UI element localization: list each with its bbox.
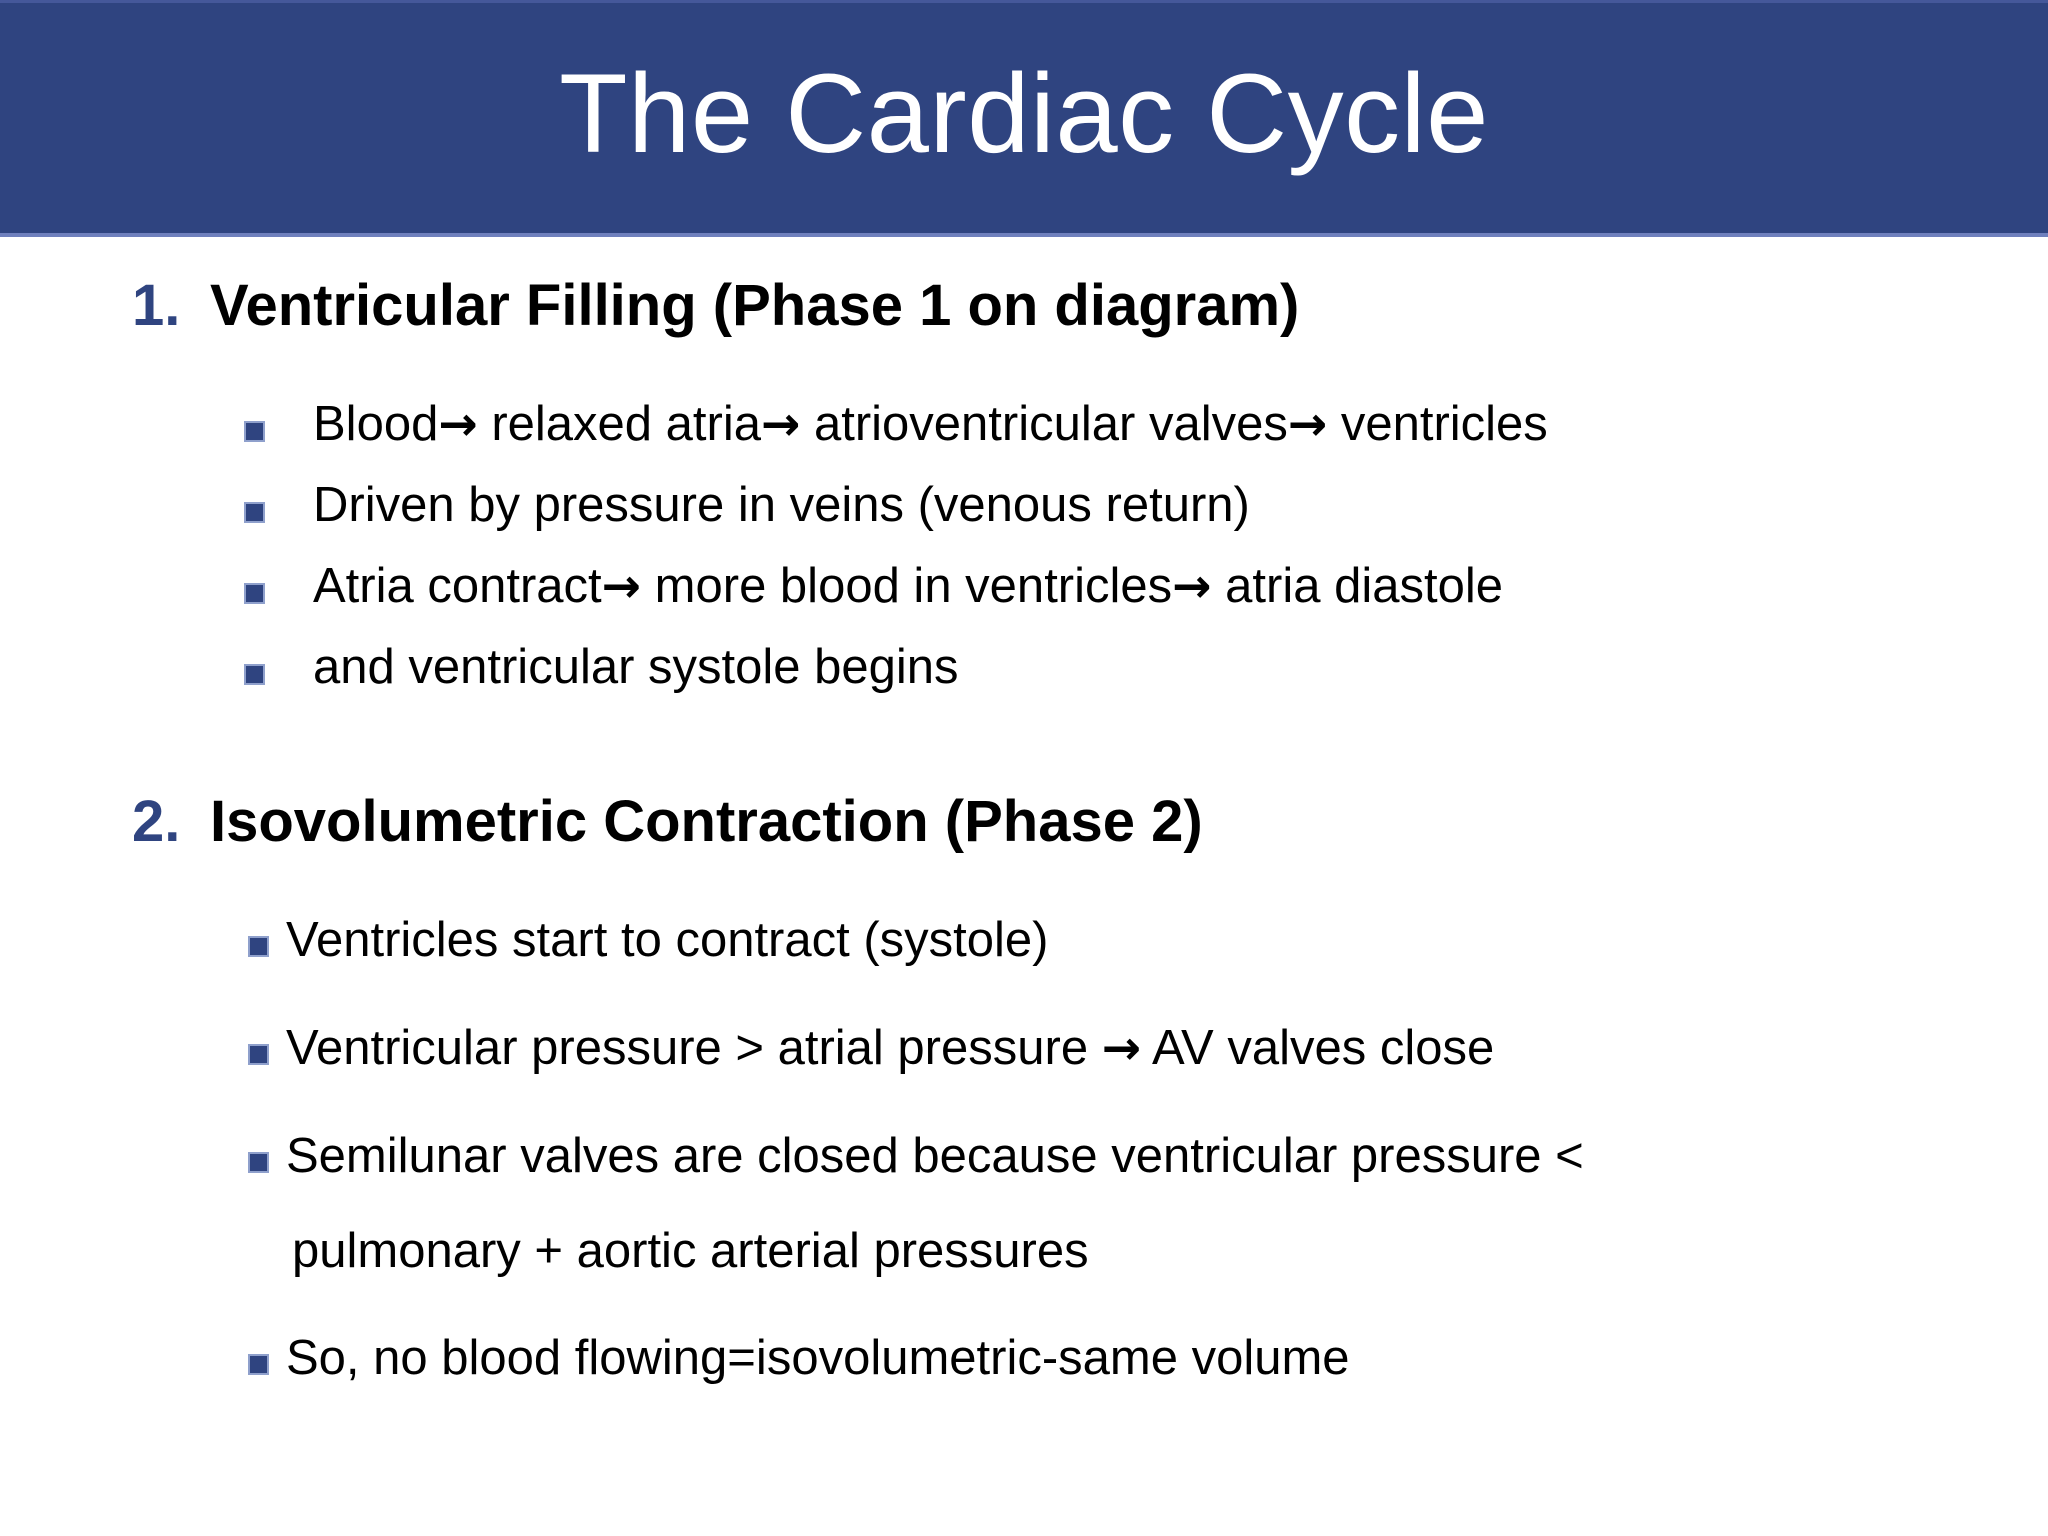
arrow-icon: → bbox=[1172, 559, 1212, 614]
bullet-text: Semilunar valves are closed because vent… bbox=[286, 1129, 1584, 1183]
section-number-1: 1. bbox=[132, 273, 181, 338]
list-item: So, no blood flowing=isovolumetric-same … bbox=[248, 1334, 1350, 1383]
bullet-square-icon bbox=[248, 936, 269, 957]
bullet-text: Ventricles start to contract (systole) bbox=[286, 913, 1049, 967]
list-item: and ventricular systole begins bbox=[244, 643, 959, 692]
bullet-text: Driven by pressure in veins (venous retu… bbox=[313, 478, 1250, 532]
list-item: Driven by pressure in veins (venous retu… bbox=[244, 481, 1250, 530]
list-item: Atria contract→ more blood in ventricles… bbox=[244, 562, 1503, 611]
section-heading-2: 2. Isovolumetric Contraction (Phase 2) bbox=[132, 793, 1203, 851]
list-item: Ventricles start to contract (systole) bbox=[248, 916, 1049, 965]
arrow-icon: → bbox=[601, 559, 642, 614]
bullet-text: So, no blood flowing=isovolumetric-same … bbox=[286, 1331, 1350, 1385]
slide-body: 1. Ventricular Filling (Phase 1 on diagr… bbox=[0, 237, 2048, 1536]
bullet-square-icon bbox=[244, 583, 265, 604]
bullet-square-icon bbox=[248, 1354, 269, 1375]
page-title: The Cardiac Cycle bbox=[559, 51, 1489, 176]
arrow-icon: → bbox=[438, 397, 478, 452]
bullet-square-icon bbox=[248, 1152, 269, 1173]
slide-title-bar: The Cardiac Cycle bbox=[0, 0, 2048, 237]
bullet-text: Atria contract→ more blood in ventricles… bbox=[313, 559, 1503, 614]
list-item: Semilunar valves are closed because vent… bbox=[248, 1132, 1584, 1181]
bullet-square-icon bbox=[248, 1044, 269, 1065]
bullet-text: Ventricular pressure > atrial pressure →… bbox=[286, 1021, 1495, 1076]
arrow-icon: → bbox=[1101, 1021, 1142, 1076]
bullet-square-icon bbox=[244, 664, 265, 685]
bullet-square-icon bbox=[244, 502, 265, 523]
bullet-text: Blood→ relaxed atria→ atrioventricular v… bbox=[313, 397, 1548, 452]
bullet-square-icon bbox=[244, 421, 265, 442]
section-title-2: Isovolumetric Contraction (Phase 2) bbox=[210, 789, 1203, 854]
bullet-text-continuation: pulmonary + aortic arterial pressures bbox=[292, 1224, 1089, 1278]
list-item: Ventricular pressure > atrial pressure →… bbox=[248, 1024, 1494, 1073]
list-item: Blood→ relaxed atria→ atrioventricular v… bbox=[244, 400, 1548, 449]
bullet-text: and ventricular systole begins bbox=[313, 640, 959, 694]
section-heading-1: 1. Ventricular Filling (Phase 1 on diagr… bbox=[132, 277, 1299, 335]
section-title-1: Ventricular Filling (Phase 1 on diagram) bbox=[210, 273, 1300, 338]
arrow-icon: → bbox=[760, 397, 801, 452]
arrow-icon: → bbox=[1287, 397, 1328, 452]
section-number-2: 2. bbox=[132, 789, 181, 854]
